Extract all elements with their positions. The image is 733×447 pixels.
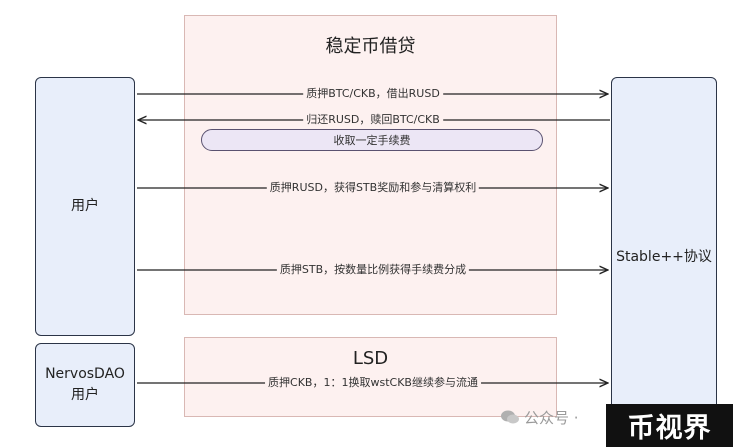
brand-logo: 币视界 [606,404,733,447]
message-m1: 质押BTC/CKB，借出RUSD [303,87,443,101]
stable-lending-title: 稳定币借贷 [325,36,416,57]
fee-note-label: 收取一定手续费 [333,134,411,147]
nervosdao-user-actor: NervosDAO 用户 [35,343,135,427]
message-m5: 质押CKB，1：1换取wstCKB继续参与流通 [265,376,481,390]
fee-note: 收取一定手续费 [201,129,543,151]
message-m4: 质押STB，按数量比例获得手续费分成 [276,263,470,277]
lsd-panel: LSD [184,337,557,417]
user-actor: 用户 [35,77,135,336]
wechat-icon [501,410,519,424]
protocol-label: Stable++协议 [616,248,712,265]
message-m3: 质押RUSD，获得STB奖励和参与清算权利 [266,181,480,195]
lsd-title: LSD [352,348,389,369]
stable-protocol-actor: Stable++协议 [611,77,717,437]
message-m2: 归还RUSD，赎回BTC/CKB [303,113,443,127]
nervosdao-user-label: 用户 [71,387,99,403]
nervosdao-label: NervosDAO [45,366,125,382]
user-label: 用户 [71,198,99,214]
watermark-text: 公众号 · [524,409,579,427]
